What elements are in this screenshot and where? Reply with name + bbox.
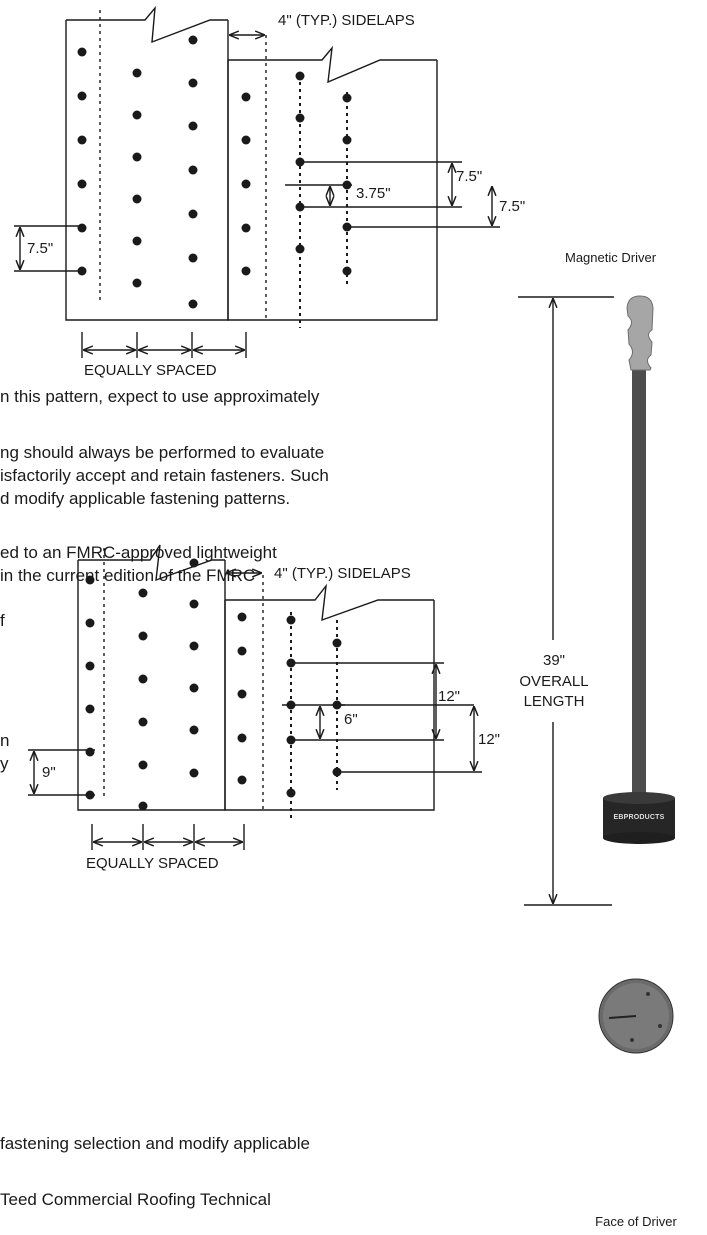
driver-length-line1: OVERALL [519, 673, 589, 690]
text-line-8: n [0, 731, 10, 750]
bottom-right-dim-label-b: 12" [478, 731, 501, 748]
text-line-1: n this pattern, expect to use approximat… [0, 387, 320, 406]
bottom-fastener-dots [85, 558, 342, 811]
top-spacing-label: EQUALLY SPACED [84, 362, 217, 379]
top-right-dim-label-b: 7.5" [499, 198, 526, 215]
text-line-11: Teed Commercial Roofing Technical [0, 1190, 271, 1209]
text-line-7: f [0, 611, 5, 630]
magnetic-driver-illustration [603, 295, 675, 844]
text-line-4: d modify applicable fastening patterns. [0, 489, 291, 508]
text-line-9: y [0, 754, 9, 773]
driver-brand-label: EBPRODUCTS [613, 814, 665, 821]
text-line-5: ed to an FMRC-approved lightweight [0, 543, 277, 562]
text-line-6: in the current edition of the FMRC [0, 566, 256, 585]
driver-length-line2: LENGTH [523, 693, 585, 710]
bottom-left-dim-label: 9" [42, 764, 56, 781]
driver-dimension-lines [518, 296, 614, 906]
driver-length-value: 39" [542, 652, 565, 669]
driver-grip [626, 295, 654, 371]
text-line-10: fastening selection and modify applicabl… [0, 1134, 310, 1153]
bottom-sidelaps-label: 4" (TYP.) SIDELAPS [274, 565, 411, 582]
top-right-sheet-outline [227, 45, 438, 321]
driver-title: Magnetic Driver [565, 250, 657, 265]
bottom-right-dim-label-a: 12" [438, 688, 461, 705]
driver-face-caption: Face of Driver [595, 1214, 677, 1229]
top-center-dim-label: 3.75" [356, 185, 391, 202]
driver-head [603, 798, 675, 838]
top-fastener-dots [77, 35, 352, 309]
bottom-spacing-label: EQUALLY SPACED [86, 855, 219, 872]
text-line-3: isfactorily accept and retain fasteners.… [0, 466, 329, 485]
driver-shaft [632, 358, 646, 828]
driver-face [598, 978, 674, 1054]
bottom-center-dim-label: 6" [344, 711, 358, 728]
top-left-dim-label: 7.5" [27, 240, 54, 257]
top-right-dim-label-a: 7.5" [456, 168, 483, 185]
top-sidelaps-label: 4" (TYP.) SIDELAPS [278, 12, 415, 29]
text-line-2: ng should always be performed to evaluat… [0, 443, 325, 462]
